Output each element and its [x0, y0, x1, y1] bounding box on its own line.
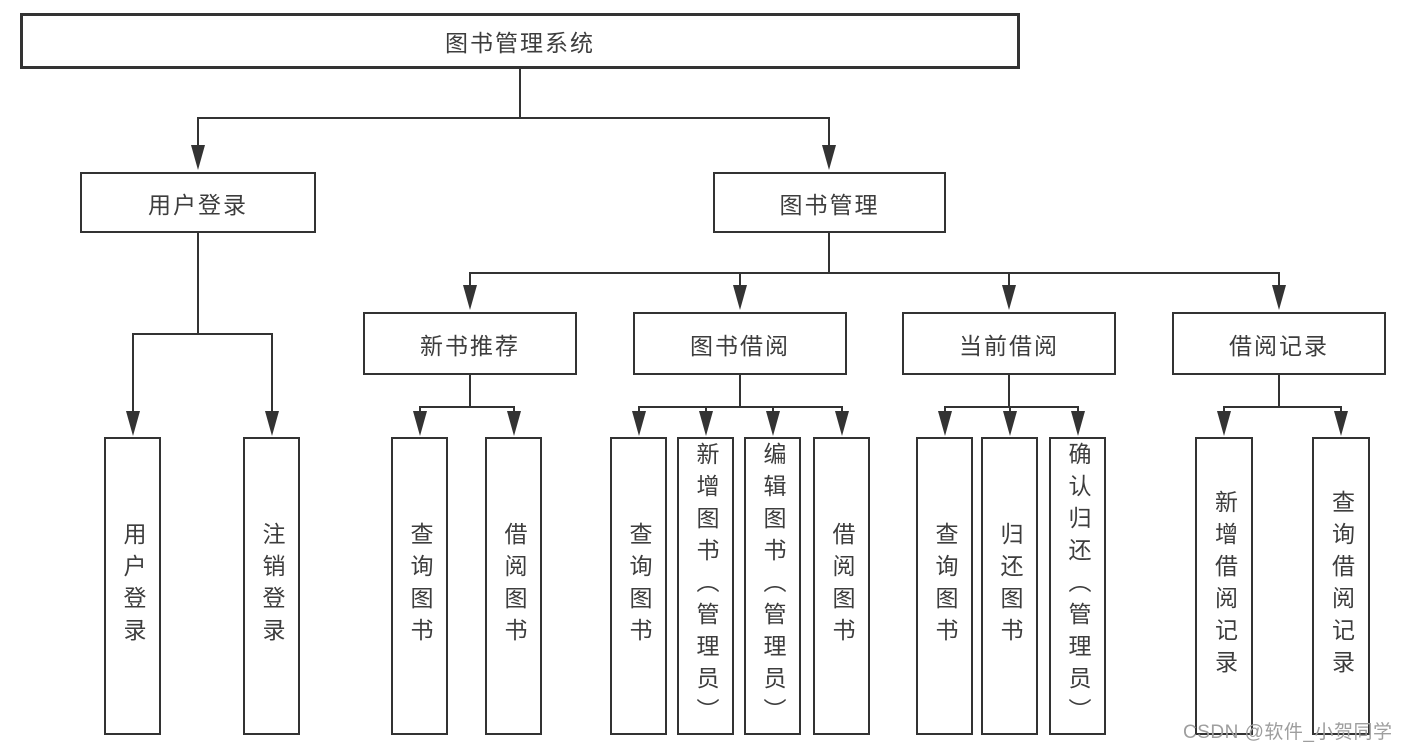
leaf-add-books-admin: 新增图书（管理员）: [677, 437, 734, 735]
leaf-label: 注销登录: [259, 522, 285, 650]
leaf-label: 确认归还（管理员）: [1065, 442, 1091, 730]
leaf-label: 借阅图书: [829, 522, 855, 650]
leaf-user-login: 用户登录: [104, 437, 161, 735]
leaf-add-borrow-record: 新增借阅记录: [1195, 437, 1253, 735]
node-label: 图书借阅: [690, 332, 790, 359]
leaf-label: 编辑图书（管理员）: [760, 442, 786, 730]
node-label: 图书管理: [779, 191, 880, 218]
node-user-login: 用户登录: [80, 172, 316, 233]
node-new-book-recommendation: 新书推荐: [363, 312, 577, 375]
leaf-label: 用户登录: [120, 522, 146, 650]
leaf-label: 查询图书: [407, 522, 433, 650]
node-book-management: 图书管理: [713, 172, 946, 233]
leaf-label: 查询图书: [626, 522, 652, 650]
leaf-edit-books-admin: 编辑图书（管理员）: [744, 437, 801, 735]
leaf-label: 新增图书（管理员）: [693, 442, 719, 730]
node-label: 借阅记录: [1229, 332, 1329, 359]
leaf-label: 查询借阅记录: [1328, 490, 1355, 682]
leaf-confirm-return-admin: 确认归还（管理员）: [1049, 437, 1106, 735]
leaf-return-books: 归还图书: [981, 437, 1038, 735]
node-label: 用户登录: [148, 191, 248, 218]
csdn-watermark: CSDN @软件_小贺同学: [1183, 722, 1393, 743]
leaf-query-books-recommend: 查询图书: [391, 437, 448, 735]
leaf-borrow-books: 借阅图书: [813, 437, 870, 735]
leaf-query-books-borrow: 查询图书: [610, 437, 667, 735]
leaf-query-books-current: 查询图书: [916, 437, 973, 735]
leaf-borrow-books-recommend: 借阅图书: [485, 437, 542, 735]
node-book-borrowing: 图书借阅: [633, 312, 847, 375]
leaf-label: 查询图书: [932, 522, 958, 650]
node-borrowing-records: 借阅记录: [1172, 312, 1386, 375]
leaf-query-borrow-record: 查询借阅记录: [1312, 437, 1370, 735]
node-current-borrowing: 当前借阅: [902, 312, 1116, 375]
node-label: 新书推荐: [420, 332, 520, 359]
leaf-logout-login: 注销登录: [243, 437, 300, 735]
node-label: 图书管理系统: [445, 30, 595, 56]
node-library-management-system: 图书管理系统: [20, 13, 1020, 69]
leaf-label: 新增借阅记录: [1211, 490, 1238, 682]
leaf-label: 归还图书: [997, 522, 1023, 650]
node-label: 当前借阅: [959, 332, 1059, 359]
leaf-label: 借阅图书: [501, 522, 527, 650]
